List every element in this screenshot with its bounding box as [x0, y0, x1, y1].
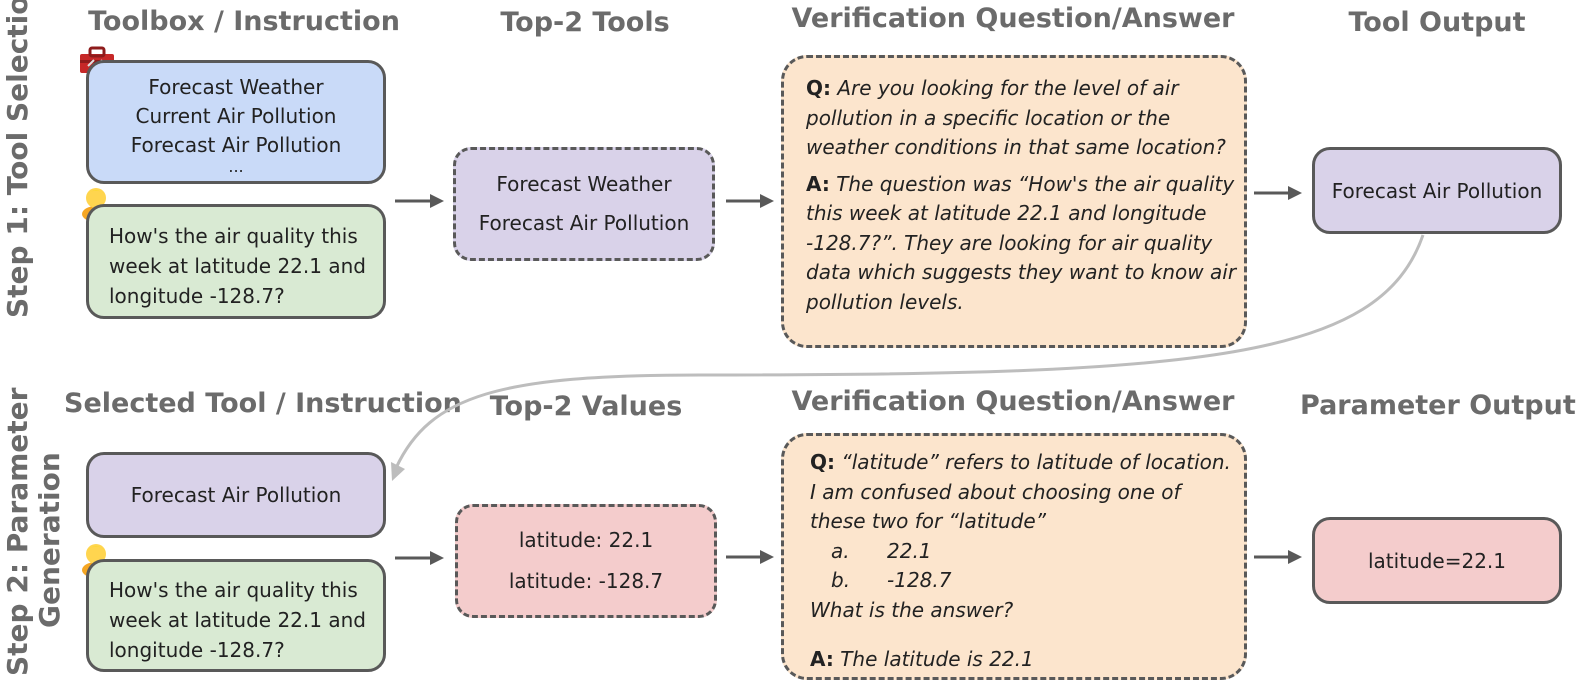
answer-text: -128.7?”. They are looking for air quali…: [806, 230, 1213, 255]
question-line: What is the answer?: [810, 596, 1244, 626]
tool-output-box: Forecast Air Pollution: [1312, 147, 1562, 234]
instruction-line: week at latitude 22.1 and: [109, 254, 366, 278]
answer-line: this week at latitude 22.1 and longitude: [806, 199, 1244, 229]
question-line: pollution in a specific location or the: [806, 104, 1244, 134]
toolbox-box: Forecast Weather Current Air Pollution F…: [86, 60, 386, 184]
question-text: “latitude” refers to latitude of locatio…: [841, 450, 1231, 474]
verification-qa-box-1: Q: Are you looking for the level of air …: [781, 55, 1247, 348]
parameter-output-box: latitude=22.1: [1312, 517, 1562, 604]
option-line: b. -128.7: [810, 566, 1244, 596]
question-line: Q: Are you looking for the level of air: [806, 74, 1244, 104]
question-line: weather conditions in that same location…: [806, 133, 1244, 163]
header-top2-tools: Top-2 Tools: [500, 7, 670, 38]
question-line: Q: “latitude” refers to latitude of loca…: [810, 448, 1244, 478]
instruction-line: How's the air quality this: [109, 578, 358, 602]
option-value: 22.1: [887, 538, 932, 563]
option-line: a. 22.1: [810, 537, 1244, 567]
header-top2-values: Top-2 Values: [489, 391, 683, 422]
question-line: I am confused about choosing one of: [810, 478, 1244, 508]
instruction-box-1: How's the air quality this week at latit…: [86, 204, 386, 319]
option-key: b.: [831, 568, 851, 592]
answer-line: A: The question was “How's the air quali…: [806, 170, 1244, 200]
selected-tool-text: Forecast Air Pollution: [130, 483, 342, 507]
answer-text: this week at latitude 22.1 and longitude: [806, 201, 1207, 225]
tool-output-text: Forecast Air Pollution: [1331, 178, 1543, 203]
question-text: these two for “latitude”: [810, 509, 1047, 533]
answer-text: data which suggests they want to know ai…: [806, 260, 1237, 284]
answer-label: A:: [806, 171, 830, 196]
toolbox-item: Forecast Weather: [148, 74, 324, 99]
instruction-line: week at latitude 22.1 and: [109, 608, 366, 632]
instruction-box-2: How's the air quality this week at latit…: [86, 559, 386, 672]
instruction-line: longitude -128.7?: [109, 638, 285, 662]
toolbox-item: Current Air Pollution: [135, 103, 337, 128]
question-text: I am confused about choosing one of: [810, 479, 1181, 504]
connector-tool-to-selected: [394, 234, 1425, 469]
header-verification-qa-2: Verification Question/Answer: [791, 386, 1235, 417]
option-key: a.: [831, 538, 850, 563]
answer-line: -128.7?”. They are looking for air quali…: [806, 229, 1244, 259]
header-tool-output: Tool Output: [1348, 7, 1526, 38]
question-text: Are you looking for the level of air: [837, 76, 1179, 100]
instruction-line: longitude -128.7?: [109, 284, 285, 308]
top2-values-box: latitude: 22.1 latitude: -128.7: [455, 504, 717, 618]
top2-tools-box: Forecast Weather Forecast Air Pollution: [453, 147, 715, 261]
question-text: pollution in a specific location or the: [806, 105, 1171, 130]
header-parameter-output: Parameter Output: [1300, 390, 1576, 421]
header-toolbox-instruction: Toolbox / Instruction: [88, 6, 400, 37]
header-selected-tool-instruction: Selected Tool / Instruction: [64, 388, 462, 419]
instruction-line: How's the air quality this: [109, 224, 358, 248]
answer-line: A: The latitude is 22.1: [810, 645, 1244, 675]
top2-value-item: latitude: 22.1: [518, 528, 654, 552]
question-text: What is the answer?: [810, 597, 1014, 622]
top2-tool-item: Forecast Weather: [496, 172, 672, 196]
top2-value-item: latitude: -128.7: [508, 569, 664, 593]
answer-label: A:: [810, 647, 834, 671]
toolbox-item: ...: [228, 156, 244, 176]
option-value: -128.7: [887, 568, 952, 592]
question-label: Q:: [806, 76, 831, 100]
question-line: these two for “latitude”: [810, 507, 1244, 537]
answer-line: pollution levels.: [806, 288, 1244, 318]
selected-tool-box: Forecast Air Pollution: [86, 452, 386, 538]
answer-text: The latitude is 22.1: [840, 647, 1034, 671]
parameter-output-text: latitude=22.1: [1367, 548, 1507, 573]
answer-line: data which suggests they want to know ai…: [806, 258, 1244, 288]
header-verification-qa-1: Verification Question/Answer: [791, 3, 1235, 34]
question-label: Q:: [810, 450, 835, 474]
answer-text: pollution levels.: [806, 289, 964, 314]
toolbox-item: Forecast Air Pollution: [130, 132, 342, 157]
answer-text: The question was “How's the air quality: [836, 171, 1235, 196]
verification-qa-box-2: Q: “latitude” refers to latitude of loca…: [781, 433, 1247, 680]
top2-tool-item: Forecast Air Pollution: [478, 211, 690, 235]
question-text: weather conditions in that same location…: [806, 135, 1226, 159]
